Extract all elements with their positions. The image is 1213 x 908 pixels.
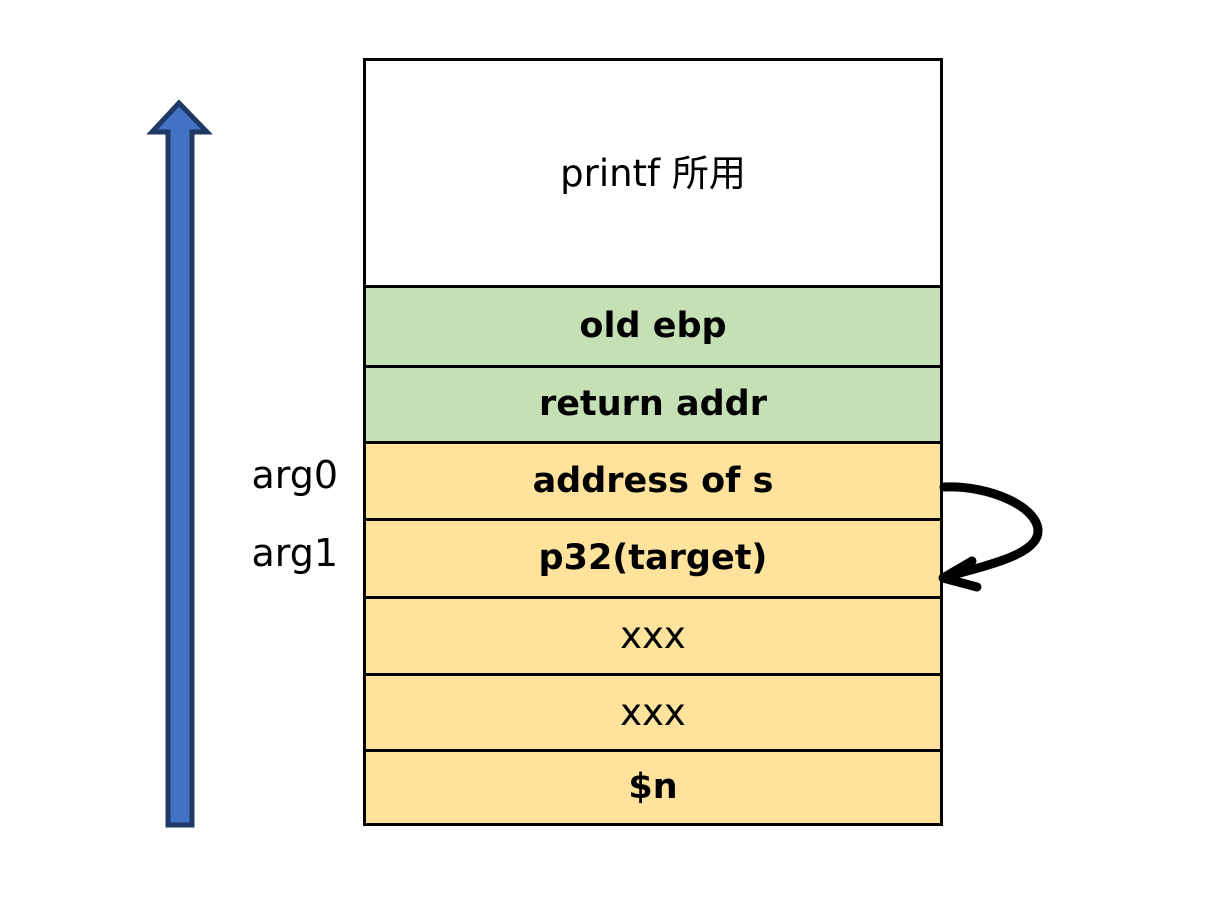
- stack-row-address-of-s: address of s: [366, 444, 940, 522]
- arg0-label: arg0: [251, 453, 338, 497]
- curved-link-arrow-icon: [930, 465, 1060, 595]
- stack-growth-arrow-icon: [140, 90, 230, 835]
- stack-row-return-addr: return addr: [366, 367, 940, 445]
- stack-row-label: xxx: [620, 690, 686, 734]
- stack-row-label: $n: [628, 767, 678, 808]
- stack-row-label: p32(target): [538, 538, 768, 579]
- stack-row-xxx-1: xxx: [366, 598, 940, 676]
- stack-row-xxx-2: xxx: [366, 675, 940, 753]
- stack-row-label: return addr: [539, 384, 767, 425]
- arg1-label: arg1: [251, 531, 338, 575]
- stack-row-old-ebp: old ebp: [366, 288, 940, 368]
- stack-row-label: xxx: [620, 614, 686, 658]
- stack-row-dollar-n: $n: [366, 752, 940, 824]
- stack-row-p32-target: p32(target): [366, 521, 940, 599]
- stack-row-label: printf 所用: [560, 151, 746, 195]
- stack-row-label: old ebp: [579, 305, 727, 346]
- stack-row-printf-scratch: printf 所用: [366, 61, 940, 289]
- stack-diagram-box: printf 所用 old ebp return addr address of…: [363, 58, 943, 826]
- stack-row-label: address of s: [532, 460, 774, 501]
